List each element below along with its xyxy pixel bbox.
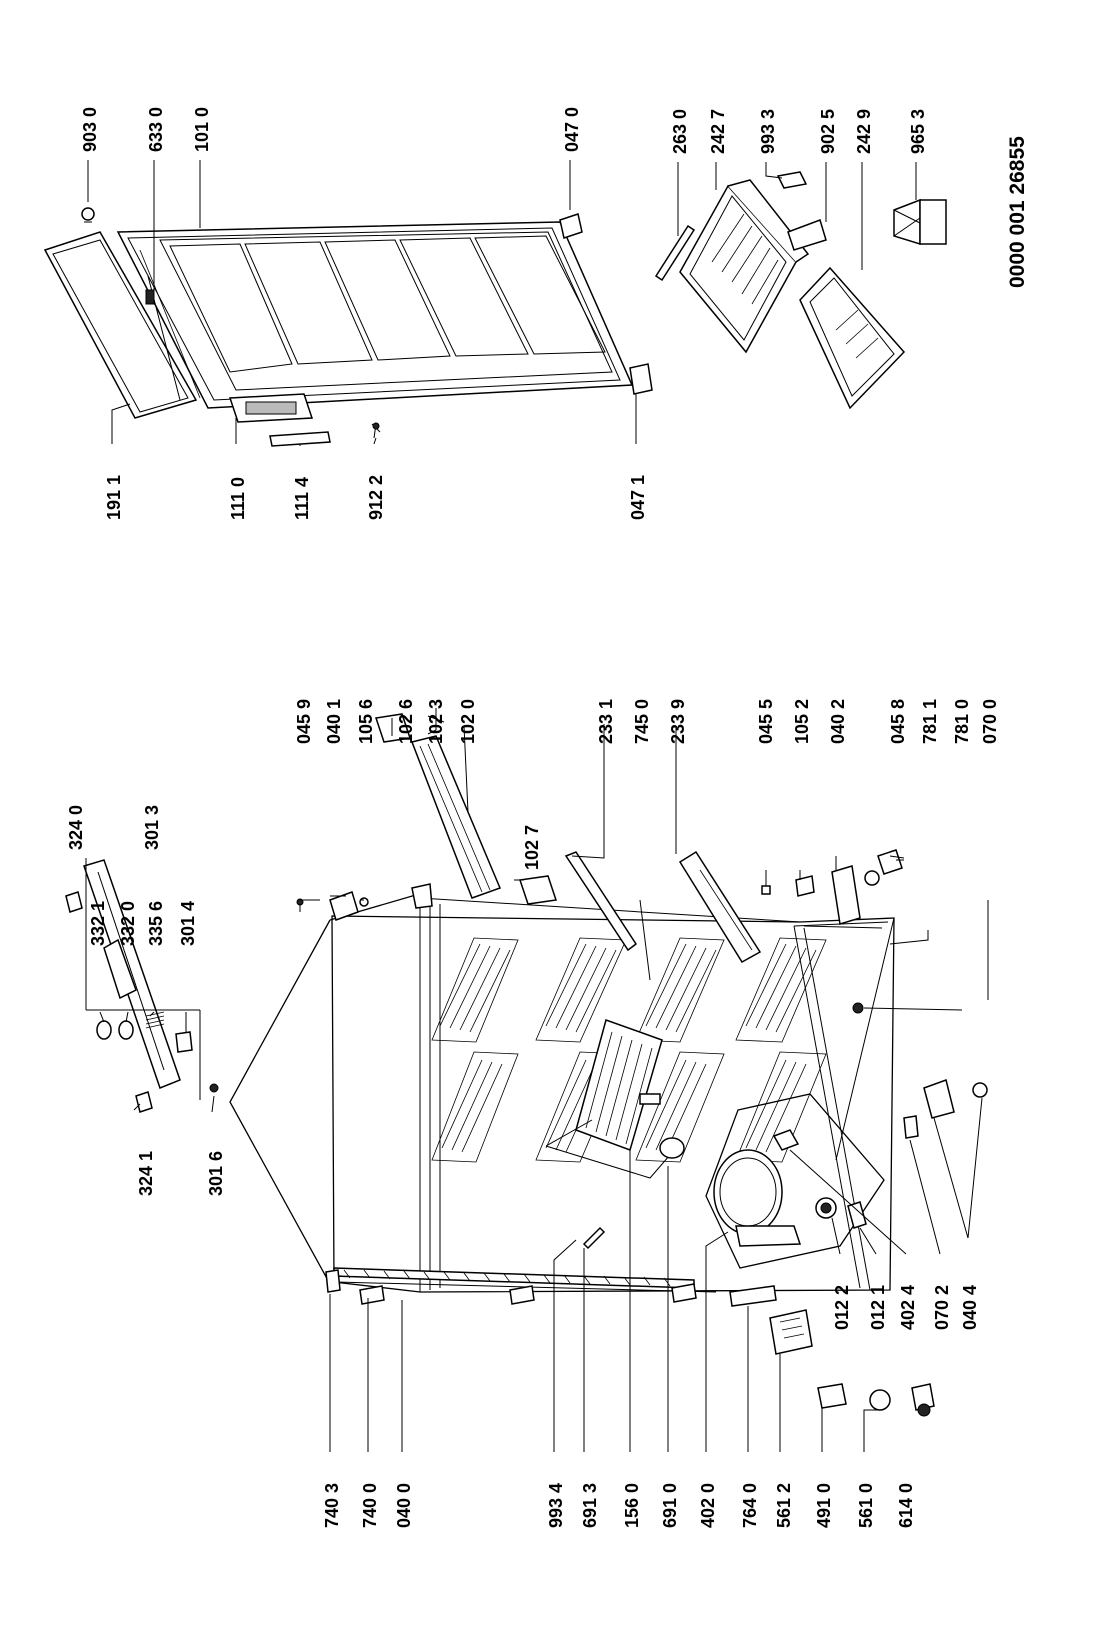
label-902-5: 902 5 [818,109,838,154]
rear-condenser [325,1267,697,1305]
label-561-0: 561 0 [856,1483,876,1528]
reference-number: 0000 001 26855 [1006,136,1029,288]
label-993-4: 993 4 [546,1483,566,1528]
compressor-part [713,1149,783,1235]
label-070-2: 070 2 [932,1285,952,1330]
part-labels: 903 0 633 0 101 0 047 0 191 1 111 0 111 … [66,107,1029,1528]
label-242-9: 242 9 [854,109,874,154]
door-gasket-part [43,231,198,419]
label-045-8: 045 8 [888,699,908,744]
label-040-0: 040 0 [394,1483,414,1528]
label-242-7: 242 7 [708,109,728,154]
label-012-1: 012 1 [868,1285,888,1330]
condenser-part [575,1019,663,1151]
label-040-4: 040 4 [960,1285,980,1330]
leader-lines [85,160,989,1452]
label-903-0: 903 0 [80,107,100,152]
door-assembly [43,207,653,447]
label-332-1: 332 1 [88,901,108,946]
label-233-1: 233 1 [596,699,616,744]
label-040-1: 040 1 [324,699,344,744]
label-561-2: 561 2 [774,1483,794,1528]
cabinet-assembly [229,708,988,1293]
filter-dryer-part [729,1285,777,1307]
label-740-0: 740 0 [360,1483,380,1528]
label-111-4: 111 4 [292,477,312,520]
label-614-0: 614 0 [896,1483,916,1528]
label-781-1: 781 1 [920,699,940,744]
label-965-3: 965 3 [908,109,928,154]
label-324-1: 324 1 [136,1151,156,1196]
label-111-0: 111 0 [228,477,248,520]
label-102-3: 102 3 [426,699,446,744]
label-491-0: 491 0 [814,1483,834,1528]
label-045-5: 045 5 [756,699,776,744]
drawer-group [654,171,947,410]
label-301-6: 301 6 [206,1151,226,1196]
label-102-6: 102 6 [396,699,416,744]
label-105-2: 105 2 [792,699,812,744]
label-691-3: 691 3 [580,1483,600,1528]
label-740-3: 740 3 [322,1483,342,1528]
label-156-0: 156 0 [622,1483,642,1528]
label-012-2: 012 2 [832,1285,852,1330]
label-101-0: 101 0 [192,107,212,152]
label-691-0: 691 0 [660,1483,680,1528]
label-301-3: 301 3 [142,805,162,850]
label-332-0: 332 0 [118,901,138,946]
label-993-3: 993 3 [758,109,778,154]
label-781-0: 781 0 [952,699,972,744]
label-335-6: 335 6 [146,901,166,946]
freezer-drawer-part [679,184,797,354]
label-764-0: 764 0 [740,1483,760,1528]
label-047-0: 047 0 [562,107,582,152]
label-301-4: 301 4 [178,901,198,946]
label-402-4: 402 4 [898,1285,918,1330]
machine-compartment [545,1019,885,1307]
foot-part [893,198,921,246]
label-324-0: 324 0 [66,805,86,850]
label-105-6: 105 6 [356,699,376,744]
door-panel-part [116,221,634,409]
label-045-9: 045 9 [294,699,314,744]
label-070-0: 070 0 [980,699,1000,744]
label-263-0: 263 0 [670,109,690,154]
label-912-2: 912 2 [366,475,386,520]
loose-parts [769,1309,935,1417]
label-102-7: 102 7 [522,825,542,870]
label-102-0: 102 0 [458,699,478,744]
top-cover-part [410,735,501,899]
lower-drawer-part [799,266,906,410]
label-040-2: 040 2 [828,699,848,744]
label-633-0: 633 0 [146,107,166,152]
label-233-9: 233 9 [668,699,688,744]
label-191-1: 191 1 [104,475,124,520]
control-panel-parts [65,859,219,1113]
label-047-1: 047 1 [628,475,648,520]
label-745-0: 745 0 [632,699,652,744]
label-402-0: 402 0 [698,1483,718,1528]
